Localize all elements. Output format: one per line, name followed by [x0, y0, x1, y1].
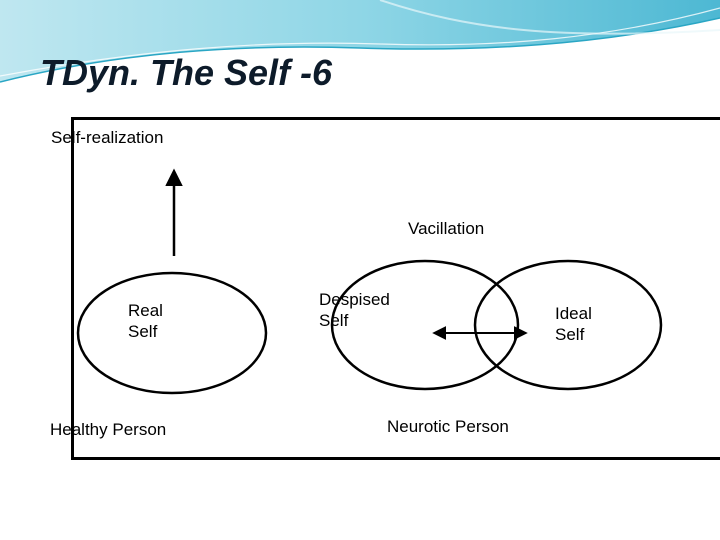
- despised-self-label-line2: Self: [319, 310, 348, 331]
- healthy-person-label: Healthy Person: [50, 419, 166, 440]
- real-self-label-line2: Self: [128, 321, 157, 342]
- real-self-label-line1: Real: [128, 300, 163, 321]
- vacillation-label: Vacillation: [408, 218, 484, 239]
- ideal-self-label-line1: Ideal: [555, 303, 592, 324]
- neurotic-person-label: Neurotic Person: [387, 416, 509, 437]
- ideal-self-label-line2: Self: [555, 324, 584, 345]
- despised-self-ellipse: [332, 261, 518, 389]
- real-self-ellipse: [78, 273, 266, 393]
- despised-self-label-line1: Despised: [319, 289, 390, 310]
- self-realization-label: Self-realization: [51, 127, 163, 148]
